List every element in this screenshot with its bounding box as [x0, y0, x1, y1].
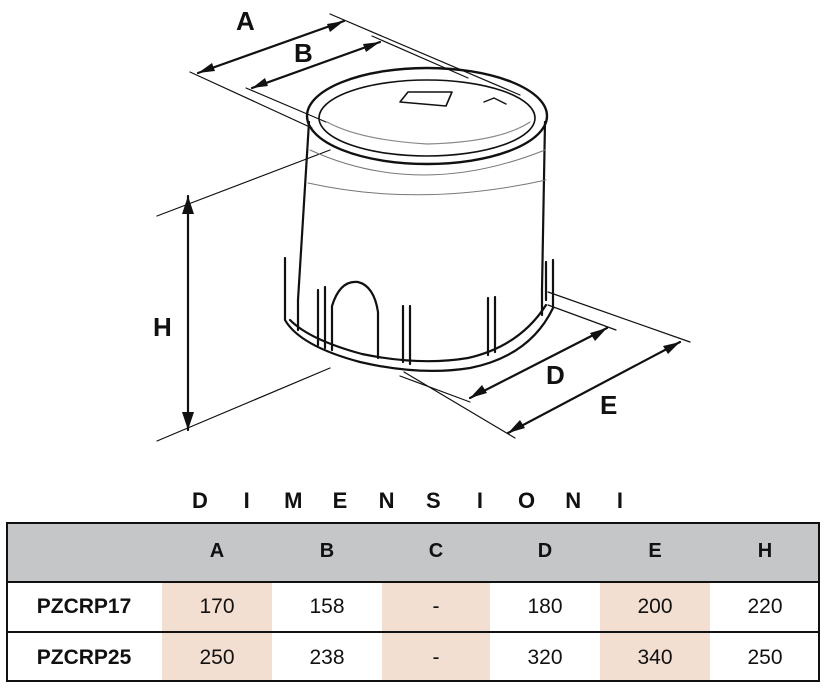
table-header-d: D [490, 522, 600, 583]
dimension-label-a: A [236, 6, 255, 36]
table-header-a: A [162, 522, 272, 583]
table-cell: 170 [162, 581, 272, 634]
table-cell: 220 [710, 581, 820, 634]
table-row: PZCRP25 250 238 - 320 340 250 [6, 632, 820, 682]
table-cell: 250 [747, 645, 783, 669]
extension-lines [156, 13, 691, 442]
title-letter: N [378, 488, 395, 513]
table-header-b: B [272, 522, 382, 583]
table-header-h: H [710, 522, 820, 583]
title-letter: I [476, 488, 483, 513]
table-cell: 180 [490, 581, 600, 634]
table-row: PZCRP17 170 158 - 180 200 220 [6, 581, 820, 634]
table-header-e: E [600, 522, 710, 583]
dimension-label-e: E [600, 390, 617, 420]
table-cell: 320 [527, 645, 563, 669]
dimensions-table: A B C D E H PZCRP17 170 158 - 180 200 22… [6, 522, 820, 682]
table-cell: 250 [162, 632, 272, 682]
valve-box-rim [305, 66, 549, 166]
table-header-row: A B C D E H [6, 522, 820, 583]
title-letter: I [616, 488, 623, 513]
table-cell: 158 [272, 581, 382, 634]
arrow-heads [182, 21, 680, 433]
title-letter: E [332, 488, 348, 513]
dimension-label-d: D [546, 360, 565, 390]
title-letter: M [284, 488, 303, 513]
table-cell: - [382, 581, 490, 634]
model-name: PZCRP17 [6, 581, 162, 634]
dimensions-title: D I M E N S I O N I [190, 486, 630, 516]
title-letter: S [425, 488, 441, 513]
title-letter: O [518, 488, 536, 513]
table-header-empty [6, 522, 162, 583]
table-cell: - [382, 632, 490, 682]
title-letter: N [565, 488, 582, 513]
dimension-arrows [186, 19, 682, 435]
dimension-label-h: H [153, 312, 172, 342]
table-cell: 340 [600, 632, 710, 682]
table-cell: 200 [600, 581, 710, 634]
table-cell: 238 [309, 645, 345, 669]
valve-box-body [283, 120, 555, 373]
title-letter: I [243, 488, 250, 513]
model-name: PZCRP25 [36, 645, 132, 669]
dimension-label-b: B [294, 38, 313, 68]
table-header-c: C [382, 522, 490, 583]
title-letter: D [192, 488, 208, 513]
valve-box-dimension-drawing: A B H D E [153, 6, 691, 442]
